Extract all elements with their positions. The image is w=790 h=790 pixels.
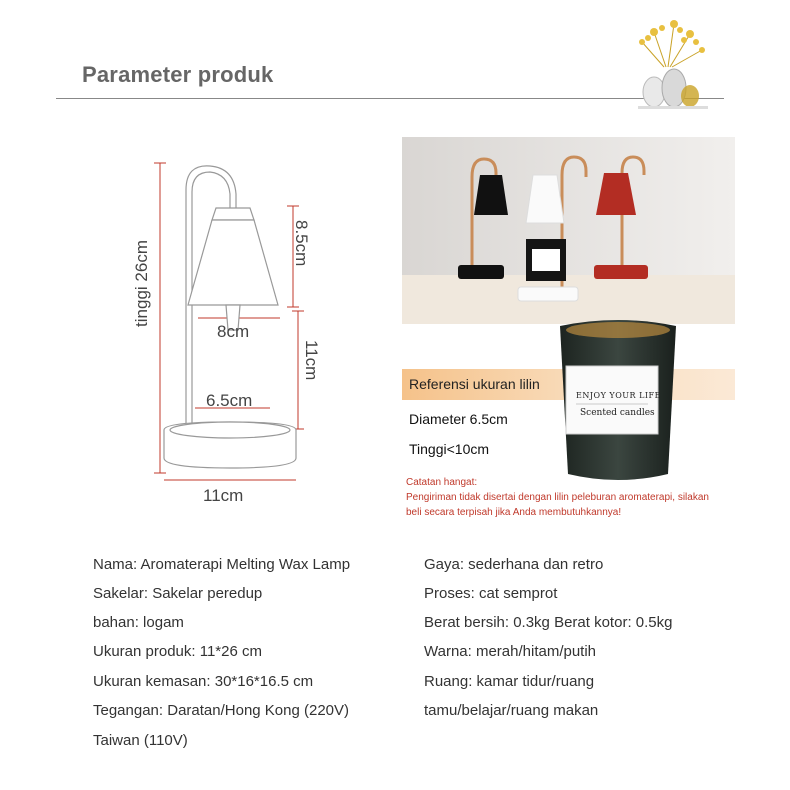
page-title: Parameter produk: [82, 62, 274, 87]
spec-style: Gaya: sederhana dan retro: [424, 556, 604, 573]
spec-package-size: Ukuran kemasan: 30*16*16.5 cm: [93, 673, 314, 690]
candle-jar-image: [560, 320, 676, 480]
spec-voltage: Tegangan: Daratan/Hong Kong (220V): [93, 702, 350, 719]
spec-switch: Sakelar: Sakelar peredup: [93, 585, 263, 602]
note-title: Catatan hangat:: [406, 477, 478, 488]
spec-material: bahan: logam: [93, 614, 184, 631]
shade-height-label: 8.5cm: [292, 220, 311, 267]
candle-label-line2: Scented candles: [580, 408, 655, 418]
vase-flowers-icon: [638, 20, 708, 109]
reference-diameter: Diameter 6.5cm: [409, 411, 508, 427]
shade-width-label: 8cm: [217, 322, 250, 341]
reference-heading: Referensi ukuran lilin: [409, 376, 540, 392]
base-width-label: 11cm: [203, 486, 244, 505]
base-inner-label: 6.5cm: [206, 391, 253, 410]
height-label: tinggi 26cm: [132, 240, 151, 327]
reference-height: Tinggi<10cm: [409, 441, 490, 457]
spec-name: Nama: Aromaterapi Melting Wax Lamp: [93, 556, 351, 573]
spec-product-size: Ukuran produk: 11*26 cm: [93, 643, 262, 660]
note-line2: beli secara terpisah jika Anda membutuhk…: [406, 507, 622, 518]
spec-voltage-taiwan: Taiwan (110V): [93, 732, 188, 749]
product-photo: [402, 137, 735, 324]
spec-weight: Berat bersih: 0.3kg Berat kotor: 0.5kg: [424, 614, 673, 631]
spec-process: Proses: cat semprot: [424, 585, 558, 602]
candle-label-line1: ENJOY YOUR LIFE: [576, 391, 661, 400]
lamp-dimension-diagram: [154, 162, 304, 481]
clearance-label: 11cm: [302, 340, 321, 381]
note-line1: Pengiriman tidak disertai dengan lilin p…: [406, 492, 709, 503]
spec-room-cont: tamu/belajar/ruang makan: [424, 702, 599, 719]
spec-room: Ruang: kamar tidur/ruang: [424, 673, 595, 690]
spec-color: Warna: merah/hitam/putih: [424, 643, 597, 660]
title-divider: [56, 98, 724, 99]
